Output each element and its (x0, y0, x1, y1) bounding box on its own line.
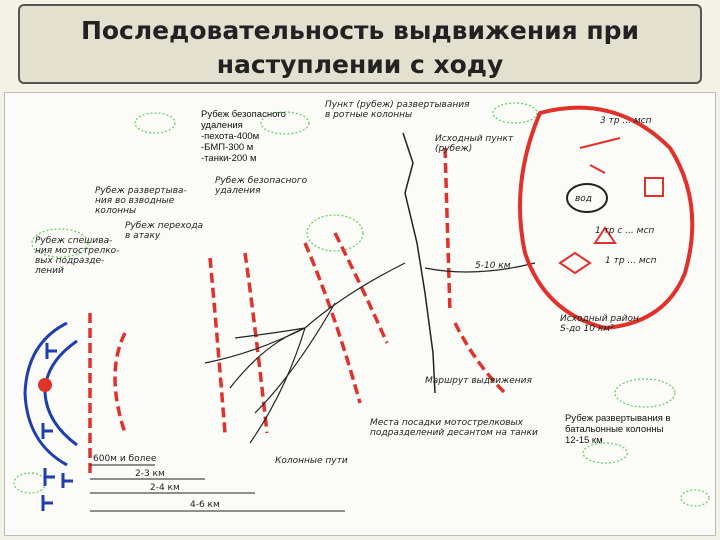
note-safe-distances: Рубеж безопасного удаления -пехота-400м … (201, 109, 286, 164)
label-company-2: 1 тр ... мсп (605, 256, 657, 266)
deployment-lines (88, 147, 507, 473)
distance-label-1: 600м и более (93, 454, 157, 464)
enemy-position (23, 321, 78, 511)
label-company-3: 3 тр ... мсп (600, 116, 652, 126)
label-route: Маршрут выдвижения (425, 376, 533, 386)
distance-label-2: 2-3 км (135, 469, 165, 479)
title-banner: Последовательность выдвижения при наступ… (18, 4, 702, 84)
label-distance-5-10: 5-10 км (475, 261, 511, 271)
column-paths (204, 262, 536, 444)
distance-bars (90, 464, 345, 512)
note-battalion-columns: Рубеж развертывания в батальонные колонн… (565, 413, 671, 446)
label-start-point: Исходный пункт(рубеж) (435, 134, 514, 154)
vegetation-patches (13, 102, 710, 507)
distance-label-4: 4-6 км (190, 500, 220, 510)
label-dismount: Рубеж спешива-ния мотострелко-вых подраз… (34, 236, 119, 276)
river-line (402, 132, 436, 394)
page-title: Последовательность выдвижения при наступ… (80, 16, 640, 79)
distance-label-3: 2-4 км (150, 483, 180, 493)
label-column-paths: Колонные пути (275, 456, 348, 466)
label-company-1: 1 тр с ... мсп (595, 226, 654, 236)
label-vo: вод (575, 194, 592, 204)
start-area (518, 105, 695, 331)
